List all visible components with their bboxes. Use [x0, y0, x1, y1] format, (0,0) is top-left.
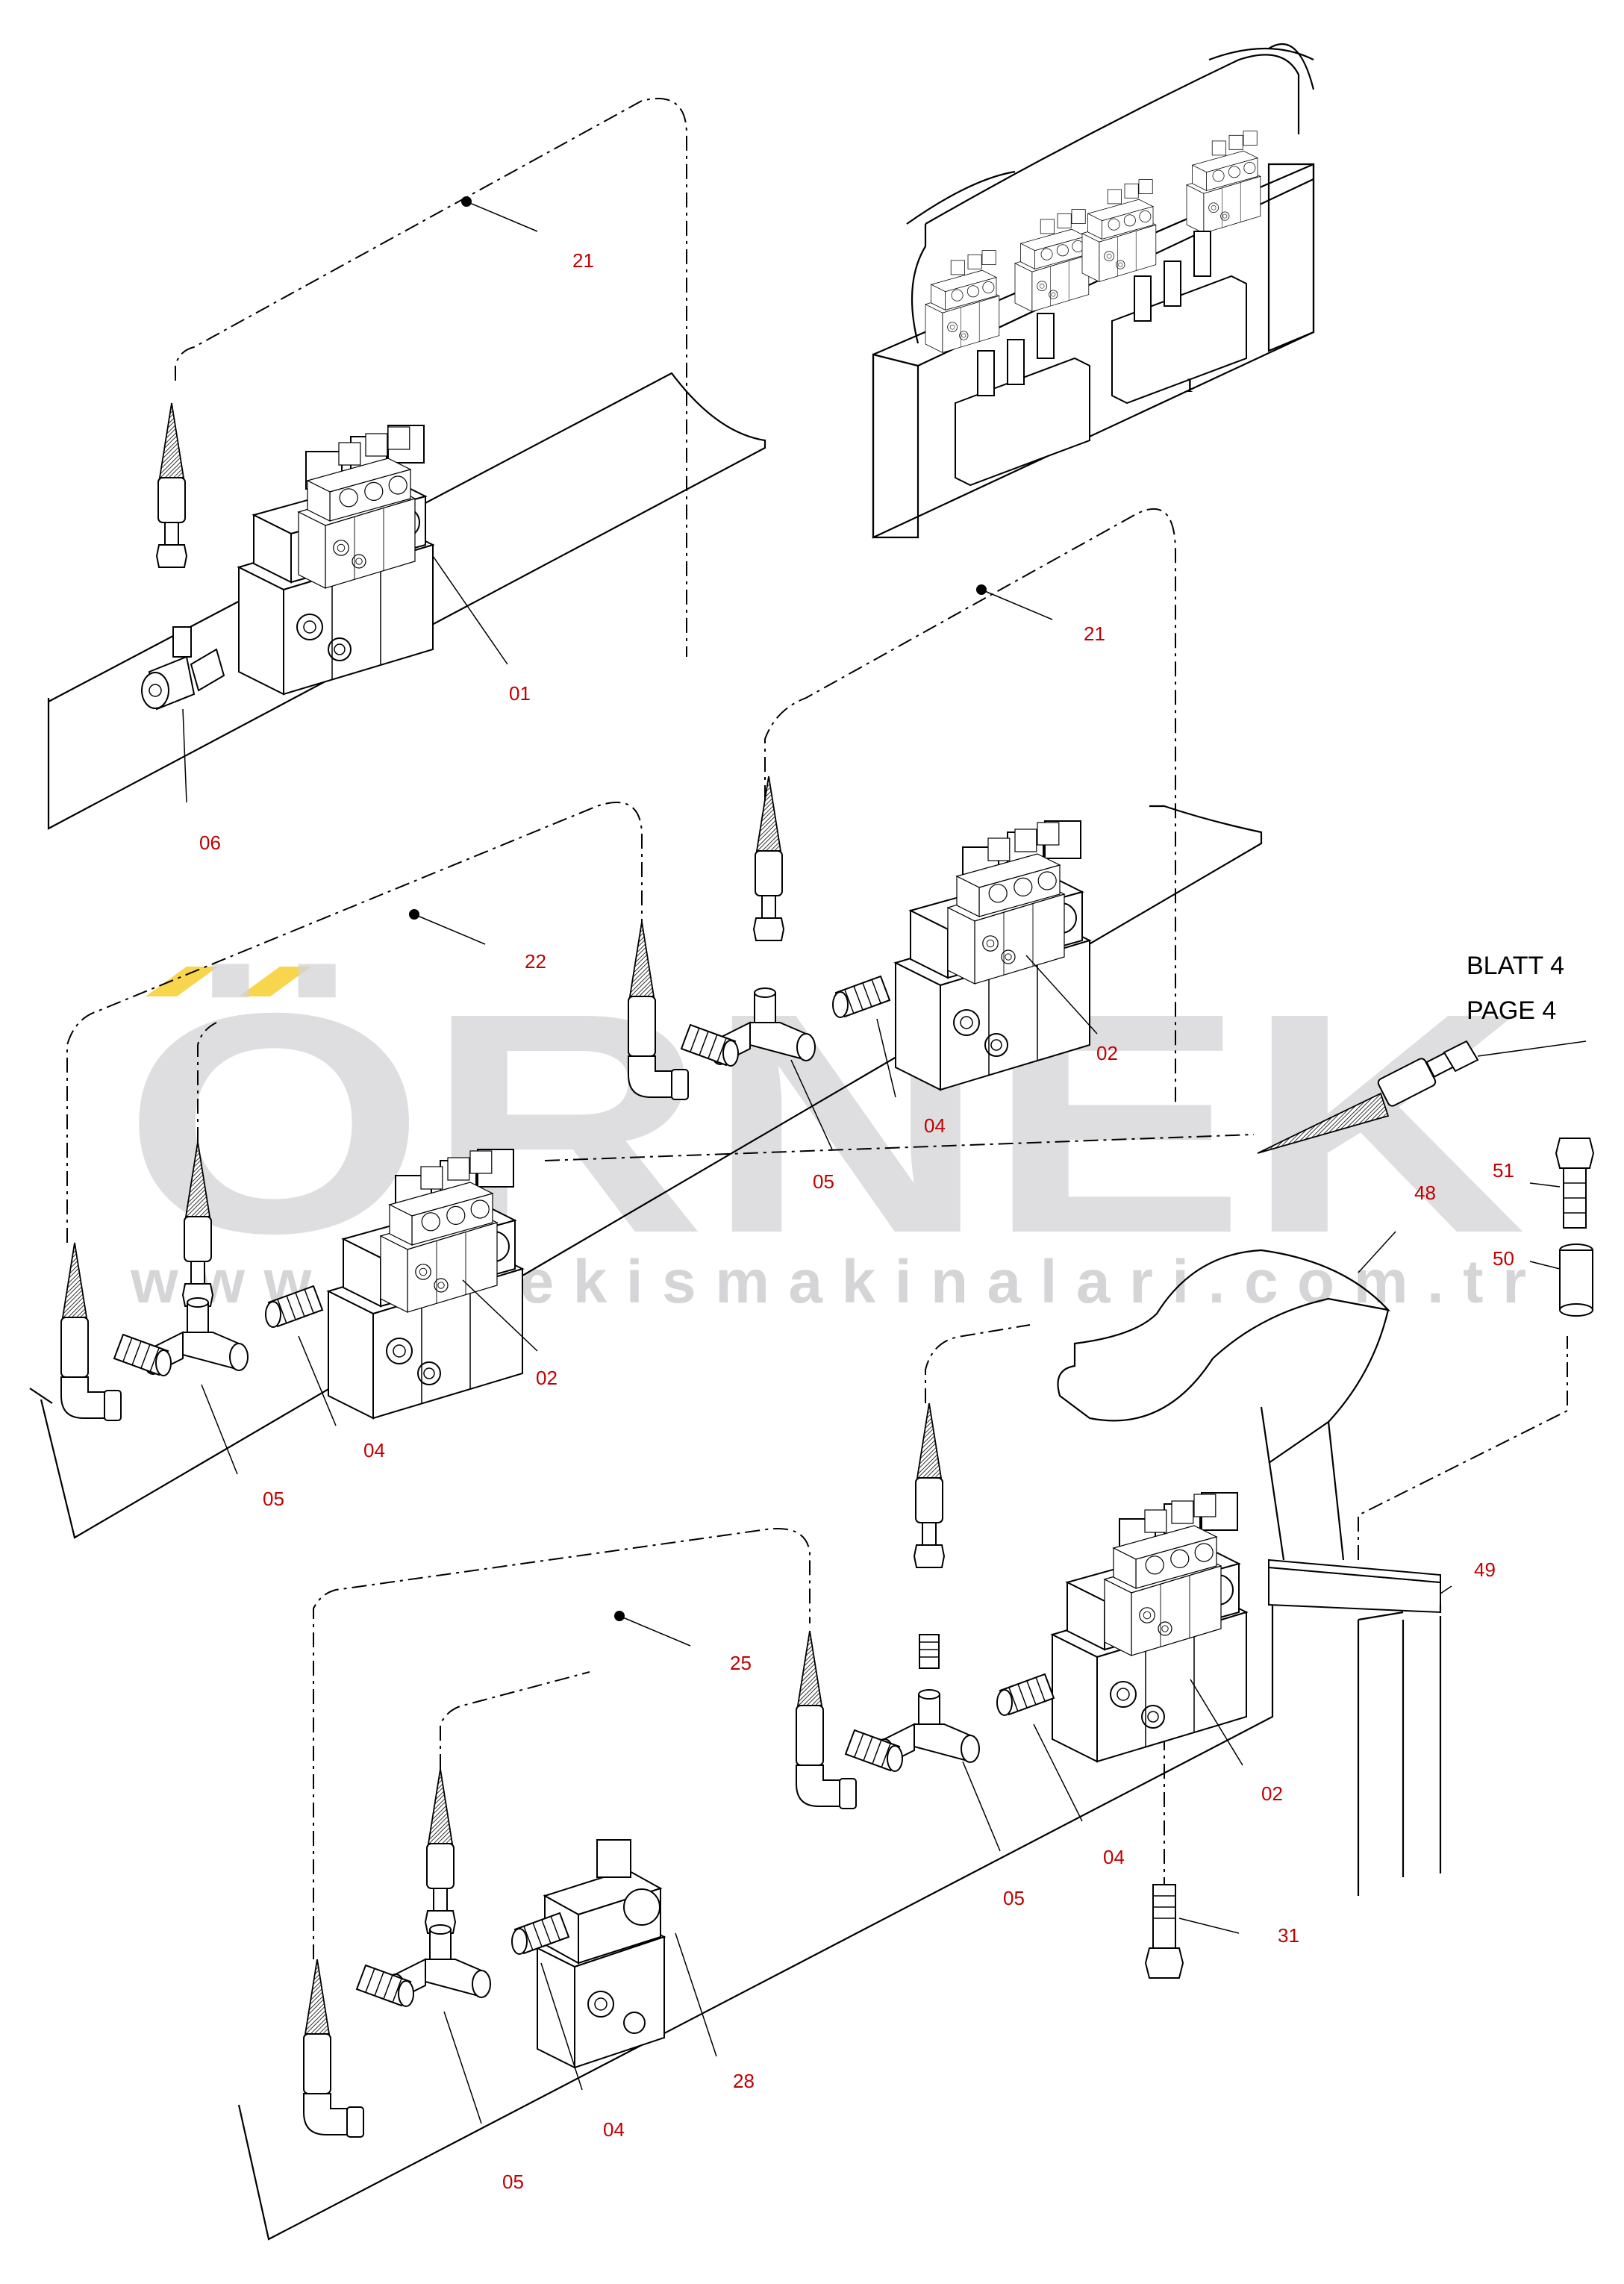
callout-labels: 01 06 21 21 22 02 04 05 02 04 05 48 51 5… — [199, 249, 1514, 2193]
swivel-fitting-06 — [141, 626, 225, 711]
blatt-hose — [1257, 1040, 1479, 1154]
callout-02-left: 02 — [536, 1367, 558, 1389]
blatt-label: BLATT 4 — [1467, 952, 1564, 980]
umlaut-mark-right — [239, 967, 311, 996]
page-label: PAGE 4 — [1467, 996, 1556, 1025]
callout-50: 50 — [1493, 1247, 1514, 1270]
callout-05-bottom-right: 05 — [1003, 1887, 1025, 1909]
section-3 — [237, 1324, 1274, 2241]
callout-05-left: 05 — [263, 1488, 284, 1510]
callout-04-bottom-left: 04 — [603, 2118, 625, 2141]
callout-04-left: 04 — [363, 1439, 385, 1461]
callout-02-bottom: 02 — [1261, 1782, 1283, 1805]
watermark-brand: ÖRNEK — [123, 949, 1526, 1299]
callout-04-bottom-right: 04 — [1103, 1846, 1125, 1868]
callout-04-right: 04 — [924, 1114, 946, 1137]
callout-48: 48 — [1414, 1182, 1436, 1204]
callout-01: 01 — [509, 682, 531, 705]
callout-28: 28 — [733, 2070, 755, 2092]
callout-06: 06 — [199, 831, 221, 854]
callout-21-mid: 21 — [1084, 623, 1105, 645]
callout-05-bottom-left: 05 — [502, 2171, 524, 2193]
spacer-50 — [1559, 1244, 1593, 1317]
bolt-31 — [1144, 1884, 1184, 1979]
callout-25: 25 — [730, 1652, 752, 1674]
section-1 — [47, 98, 766, 830]
overview-illustration: I — [872, 43, 1315, 539]
callout-51: 51 — [1493, 1159, 1514, 1182]
section-2 — [29, 508, 1263, 1539]
callout-31: 31 — [1278, 1924, 1299, 1947]
callout-21-top: 21 — [572, 249, 594, 272]
callout-02-right: 02 — [1096, 1042, 1118, 1064]
umlaut-mark-left — [146, 967, 218, 996]
svg-text:I: I — [1187, 375, 1193, 396]
callout-22: 22 — [525, 950, 546, 973]
callout-05-right: 05 — [813, 1170, 834, 1193]
callout-49: 49 — [1474, 1558, 1496, 1581]
cross-reference: BLATT 4 PAGE 4 — [1467, 952, 1564, 1025]
bolt-51 — [1555, 1138, 1595, 1229]
bracket-assembly — [1057, 1040, 1595, 1896]
